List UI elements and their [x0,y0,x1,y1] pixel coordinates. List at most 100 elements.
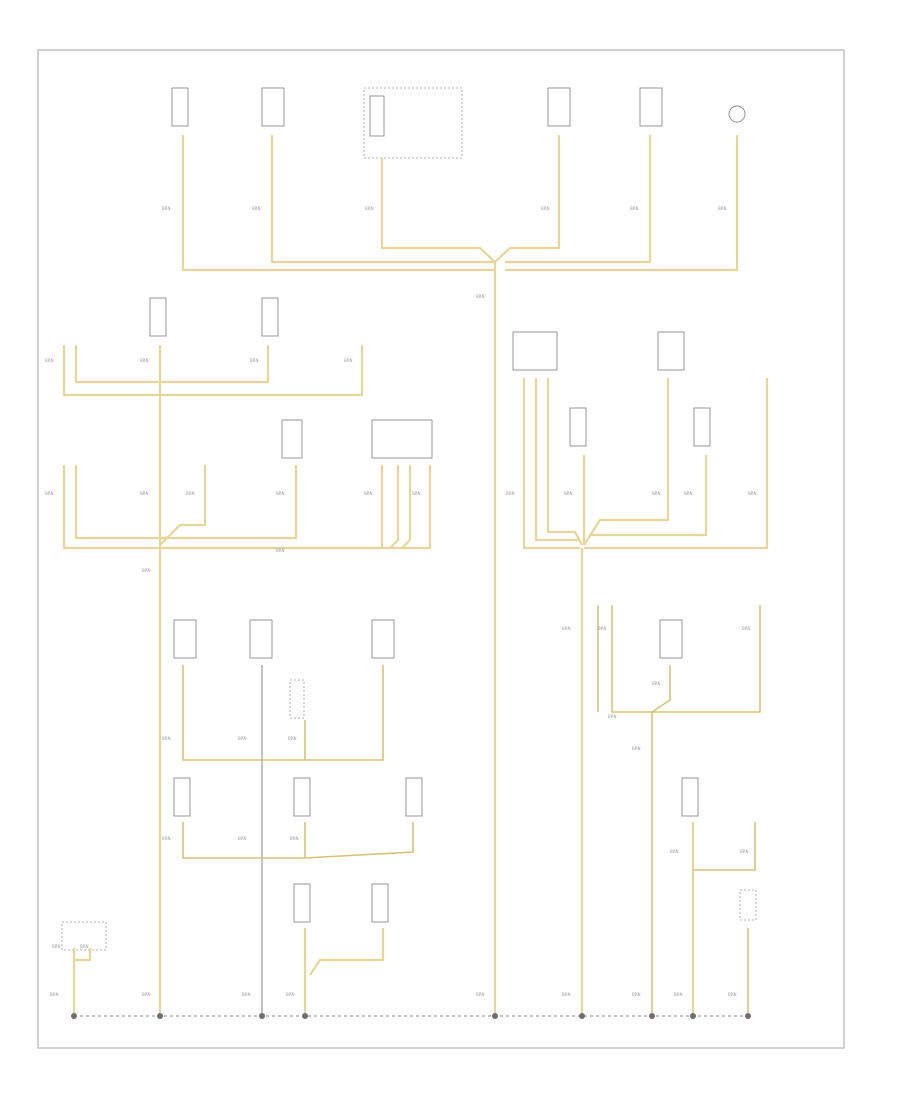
wire-label: BRN [162,206,171,211]
wire-ml-6 [389,465,400,549]
component-box[interactable] [512,331,558,371]
component-box[interactable] [149,297,167,337]
wire-label: BRN [286,992,295,997]
wire-label: BRN [670,849,679,854]
wire-ll-9 [309,928,385,976]
wire-label: BRN [562,626,571,631]
component-box[interactable] [173,619,197,659]
wire-label: BRN [45,358,54,363]
lower-right-wires [597,605,761,1016]
component-box[interactable] [371,883,389,923]
wire-label: BRN [718,206,727,211]
wire-label: BRN [142,568,151,573]
component-box[interactable] [369,95,385,137]
component-group-box [61,921,107,951]
wire-label: BRN [365,206,374,211]
component-box[interactable] [693,407,711,447]
wire-label: BRN [186,491,195,496]
wire-label: BRN [684,491,693,496]
component-box[interactable] [261,297,279,337]
wire-top-6 [505,135,739,272]
wire-ur-6 [590,455,708,537]
component-lamp[interactable] [728,105,746,123]
upper-left-wires [62,345,432,1016]
wire-label: BRN [238,836,247,841]
top-components [171,87,746,159]
ground-symbol-icon [302,1013,308,1019]
wire-ll-1 [182,665,262,761]
lower-left-components [61,619,423,951]
component-box[interactable] [281,419,303,459]
component-box[interactable] [681,777,699,817]
component-box[interactable] [405,777,423,817]
wire-label: BRN [564,491,573,496]
wire-label: BRN [740,849,749,854]
wire-label: BRN [162,736,171,741]
component-group-box [739,889,757,921]
component-box[interactable] [371,619,395,659]
component-box[interactable] [293,777,311,817]
wire-label: BRN [632,746,641,751]
wire-label: BRN [45,491,54,496]
wire-lr-3 [651,665,671,713]
wire-ul-1 [62,345,160,397]
wire-ur-1 [522,378,580,550]
wire-label: BRN [344,358,353,363]
wire-ur-7 [584,378,769,550]
component-box[interactable] [371,419,433,459]
ground-symbol-icon [690,1013,696,1019]
wire-label: BRN [290,836,299,841]
wire-ll-11 [74,948,92,962]
wire-top-5 [505,135,652,264]
wire-top-4 [494,135,561,263]
component-box[interactable] [659,619,683,659]
wire-label: BRN [652,491,661,496]
wire-label: BRN [748,491,757,496]
wire-label: BRN [242,992,251,997]
wire-label: BRN [50,992,59,997]
wire-ll-3 [262,665,384,761]
wire-label: BRN [142,992,151,997]
ground-symbol-icon [259,1013,265,1019]
lower-left-wires [72,665,414,1016]
wire-label: BRN [608,714,617,719]
wire-ll-5 [182,822,262,859]
wire-label: BRN [288,736,297,741]
component-group-box [363,87,463,159]
wire-label: BRN [276,491,285,496]
wire-label: BRN [364,491,373,496]
component-box[interactable] [293,883,311,923]
wire-label: BRN [276,548,285,553]
ground-points [71,1013,751,1019]
wire-ml-3 [159,465,207,546]
wire-top-3 [380,158,496,263]
wire-label: BRN [728,992,737,997]
component-box[interactable] [261,87,285,127]
wire-label: BRN [476,992,485,997]
component-box[interactable] [249,619,273,659]
wire-ur-3 [546,378,583,546]
ground-symbol-icon [71,1013,77,1019]
wire-ll-6 [262,822,306,859]
wire-label: BRN [412,491,421,496]
wire-ul-4 [160,345,270,384]
ground-symbol-icon [157,1013,163,1019]
wire-label: BRN [598,626,607,631]
wire-label: BRN [632,992,641,997]
wire-ml-8 [160,465,432,550]
component-box[interactable] [639,87,663,127]
wire-label: BRN [652,681,661,686]
upper-right-components [512,331,711,447]
component-box[interactable] [657,331,685,371]
wire-label: BRN [162,836,171,841]
component-box[interactable] [173,777,191,817]
component-group-box [289,679,305,719]
component-box[interactable] [547,87,571,127]
upper-right-wires [522,378,769,1016]
wire-ml-5 [160,465,384,550]
top-wires [181,135,739,1016]
lower-right-components [659,619,757,921]
component-box[interactable] [569,407,587,447]
component-box[interactable] [171,87,189,127]
